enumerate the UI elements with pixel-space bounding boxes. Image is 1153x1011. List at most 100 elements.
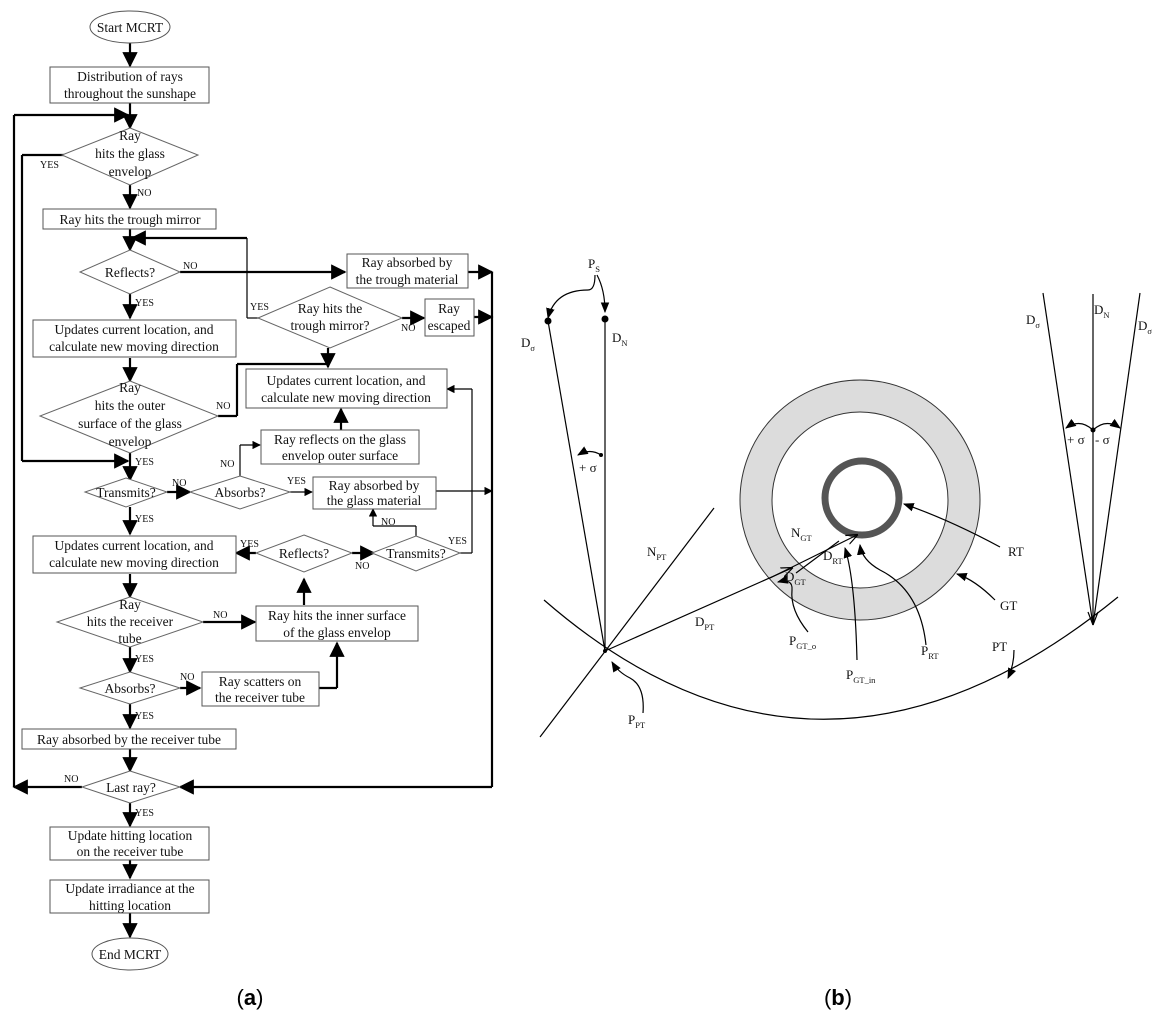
geometry-diagram: PS Dσ DN + σ NPT DPT PPT NGT DRT DGT PGT… (521, 256, 1152, 1010)
flowchart: Start MCRT Distribution of rays througho… (12, 10, 494, 1010)
d-n-label: DN (612, 330, 628, 348)
svg-text:End MCRT: End MCRT (99, 947, 162, 962)
svg-text:YES: YES (135, 457, 154, 468)
svg-text:NO: NO (137, 188, 151, 199)
absorbed-glass-box: Ray absorbed by the glass material NO (312, 476, 437, 528)
svg-text:Ray: Ray (119, 380, 141, 395)
update-box-3: Updates current location, and calculate … (32, 535, 237, 574)
svg-text:calculate new moving direction: calculate new moving direction (261, 390, 431, 405)
svg-text:Reflects?: Reflects? (105, 265, 155, 280)
svg-text:YES: YES (40, 160, 59, 171)
hits-glass-decision: Ray hits the glass envelop YES NO (40, 127, 200, 199)
svg-text:hitting location: hitting location (89, 898, 171, 913)
svg-text:Ray hits the trough mirror: Ray hits the trough mirror (60, 212, 201, 227)
svg-text:hits the outer: hits the outer (95, 398, 166, 413)
svg-text:YES: YES (135, 808, 154, 819)
gt-label: GT (1000, 598, 1017, 613)
p-gt-in-label: PGT_in (846, 667, 876, 685)
svg-text:Ray reflects on the glass: Ray reflects on the glass (274, 432, 406, 447)
trough-curve (543, 596, 1119, 720)
svg-text:Updates current location, and: Updates current location, and (55, 322, 214, 337)
absorbs-decision-1: Absorbs? NO YES (188, 459, 306, 510)
svg-text:the trough material: the trough material (356, 272, 459, 287)
start-node: Start MCRT (89, 10, 171, 44)
hits-trough-decision: Ray hits the trough mirror? YES NO (250, 286, 415, 349)
svg-text:Ray hits the inner surface: Ray hits the inner surface (268, 608, 406, 623)
svg-text:NO: NO (381, 517, 395, 528)
svg-text:Absorbs?: Absorbs? (105, 681, 156, 696)
svg-text:Updates current location, and: Updates current location, and (55, 538, 214, 553)
svg-text:hits the glass: hits the glass (95, 146, 165, 161)
svg-text:YES: YES (448, 536, 467, 547)
svg-text:NO: NO (172, 478, 186, 489)
right-d-sigma-label-2: Dσ (1138, 318, 1152, 336)
right-minus-sigma-label: - σ (1095, 432, 1110, 447)
svg-text:YES: YES (135, 514, 154, 525)
svg-text:of the glass envelop: of the glass envelop (283, 625, 391, 640)
svg-text:YES: YES (135, 654, 154, 665)
ps-label: PS (588, 256, 600, 274)
p-gt-o-label: PGT_o (789, 633, 816, 651)
reflects-outer-box: Ray reflects on the glass envelop outer … (260, 429, 420, 465)
svg-text:YES: YES (287, 476, 306, 487)
svg-text:envelop: envelop (109, 434, 152, 449)
svg-text:NO: NO (355, 561, 369, 572)
d-pt-label: DPT (695, 614, 715, 632)
svg-text:NO: NO (183, 261, 197, 272)
n-pt-label: NPT (647, 544, 667, 562)
svg-text:Reflects?: Reflects? (279, 546, 329, 561)
svg-text:calculate new moving direction: calculate new moving direction (49, 555, 219, 570)
reflects-decision-1: Reflects? NO YES (78, 249, 197, 309)
svg-text:Ray: Ray (438, 301, 460, 316)
p-rt-label: PRT (921, 643, 939, 661)
svg-text:hits the receiver: hits the receiver (87, 614, 174, 629)
svg-text:surface of the glass: surface of the glass (78, 416, 182, 431)
svg-text:envelop outer surface: envelop outer surface (282, 448, 398, 463)
svg-text:trough mirror?: trough mirror? (290, 318, 369, 333)
svg-text:Update irradiance at the: Update irradiance at the (65, 881, 194, 896)
svg-text:the receiver tube: the receiver tube (215, 690, 305, 705)
svg-text:NO: NO (216, 401, 230, 412)
right-d-sigma-label: Dσ (1026, 312, 1040, 330)
rt-label: RT (1008, 544, 1024, 559)
transmits-decision-1: Transmits? NO YES (83, 477, 186, 525)
svg-text:NO: NO (401, 323, 415, 334)
svg-text:YES: YES (240, 539, 259, 550)
right-plus-sigma-label: + σ (1067, 432, 1085, 447)
caption-b: (b) (824, 985, 852, 1010)
pt-label: PT (992, 639, 1007, 654)
right-d-n-label: DN (1094, 302, 1110, 320)
n-gt-label: NGT (791, 525, 813, 543)
hits-inner-box: Ray hits the inner surface of the glass … (255, 605, 419, 642)
svg-text:Update hitting location: Update hitting location (68, 828, 193, 843)
svg-text:calculate new moving direction: calculate new moving direction (49, 339, 219, 354)
flow-connectors (12, 43, 494, 939)
d-gt-label: DGT (785, 569, 807, 587)
d-sigma-label: Dσ (521, 335, 535, 353)
transmits-decision-2: Transmits? YES (370, 535, 467, 572)
escaped-box: Ray escaped (424, 298, 475, 337)
receiver-tube (821, 457, 903, 539)
svg-text:Ray absorbed by: Ray absorbed by (362, 255, 453, 270)
svg-text:Ray hits the: Ray hits the (298, 301, 363, 316)
svg-text:NO: NO (64, 774, 78, 785)
svg-text:Ray absorbed by: Ray absorbed by (329, 478, 420, 493)
svg-text:Ray absorbed by the receiver t: Ray absorbed by the receiver tube (37, 732, 221, 747)
svg-text:on the receiver tube: on the receiver tube (77, 844, 184, 859)
svg-text:YES: YES (250, 302, 269, 313)
svg-text:Last ray?: Last ray? (106, 780, 156, 795)
svg-text:throughout the sunshape: throughout the sunshape (64, 86, 196, 101)
update-box-1: Updates current location, and calculate … (32, 319, 237, 358)
svg-text:NO: NO (213, 610, 227, 621)
svg-text:Transmits?: Transmits? (96, 485, 156, 500)
p-pt-label: PPT (628, 712, 646, 730)
d-rt-label: DRT (823, 548, 844, 566)
reflects-decision-2: Reflects? YES NO (240, 534, 369, 573)
svg-text:Transmits?: Transmits? (386, 546, 446, 561)
svg-text:Distribution of rays: Distribution of rays (77, 69, 183, 84)
plus-sigma-label: + σ (579, 460, 597, 475)
update-irradiance-box: Update irradiance at the hitting locatio… (49, 879, 210, 914)
end-node: End MCRT (91, 937, 169, 971)
update-box-2: Updates current location, and calculate … (245, 368, 448, 409)
svg-text:YES: YES (135, 298, 154, 309)
